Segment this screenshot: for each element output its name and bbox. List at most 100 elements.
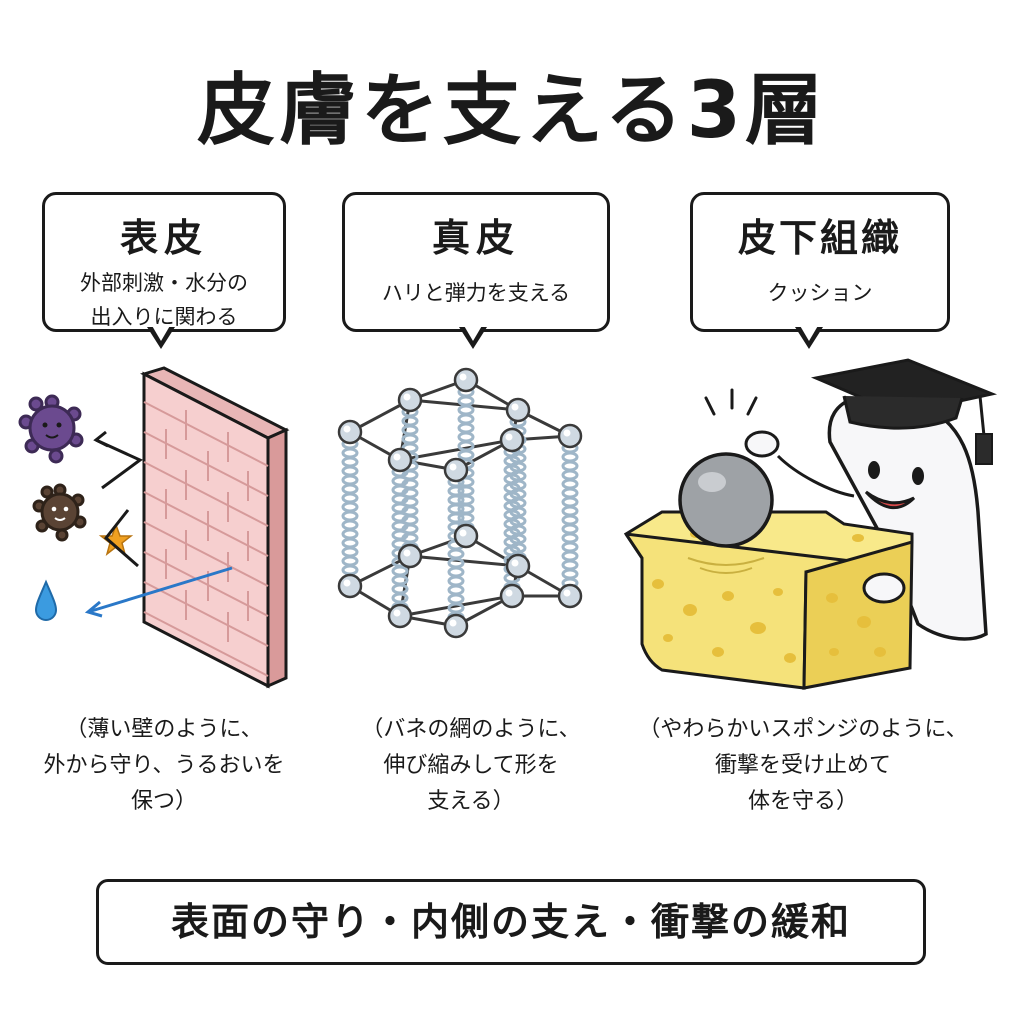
spring-coil <box>457 431 475 443</box>
spring-coil <box>341 492 359 504</box>
spring-coil <box>341 546 359 558</box>
spring-coil <box>561 487 579 499</box>
lattice-node <box>453 523 479 549</box>
spring-coil <box>341 483 359 495</box>
desc-subcutis: クッション <box>693 276 947 310</box>
caption-dermis-line-3: 支える） <box>427 789 515 814</box>
graduation-cap-icon <box>810 358 998 465</box>
bubble-epidermis: 表皮 外部刺激・水分の 出入りに関わる <box>42 192 286 332</box>
summary-box: 表面の守り・内側の支え・衝撃の緩和 <box>96 879 926 965</box>
spring-coil <box>341 510 359 522</box>
mascot-arm-left <box>776 454 855 498</box>
lattice-node-highlight <box>505 589 513 597</box>
spring-coil <box>561 451 579 463</box>
spring-coil <box>561 460 579 472</box>
spring-coil <box>447 503 465 515</box>
lattice-node <box>557 423 583 449</box>
caption-epidermis-line-3: 保つ） <box>130 789 197 814</box>
spring-coil <box>561 541 579 553</box>
lattice-node <box>557 583 583 609</box>
spring-coil <box>561 532 579 544</box>
lattice-node-highlight <box>459 373 467 381</box>
spring-coil <box>457 404 475 416</box>
spring-coil <box>341 474 359 486</box>
caption-epidermis-line-2: 外から守り、うるおいを <box>43 753 285 778</box>
caption-subcutis-line-3: 体を守る） <box>747 789 858 814</box>
ball <box>678 452 774 548</box>
spring-coil <box>447 485 465 497</box>
heading-epidermis: 表皮 <box>119 216 208 260</box>
spring-coil <box>457 449 475 461</box>
desc-dermis-line-1: ハリと弾力を支える <box>381 281 571 305</box>
lattice-node <box>337 419 363 445</box>
germ-purple-icon <box>18 394 84 464</box>
spring-coil <box>457 422 475 434</box>
wall-side <box>266 427 288 689</box>
page-title: 皮膚を支える3層 <box>197 66 827 156</box>
spring-coil <box>457 413 475 425</box>
spring-coil <box>341 528 359 540</box>
lattice-node <box>387 447 413 473</box>
spring-coil <box>561 523 579 535</box>
lattice-node-highlight <box>511 403 519 411</box>
bubble-tail-inner <box>799 324 819 341</box>
lattice-node <box>499 583 525 609</box>
spring-coil <box>561 568 579 580</box>
spring-coil <box>447 512 465 524</box>
lattice-node-highlight <box>403 393 411 401</box>
lattice-node-highlight <box>393 453 401 461</box>
epidermis-illustration <box>18 366 290 689</box>
lattice-node <box>397 543 423 569</box>
spring-coil <box>447 548 465 560</box>
spring-coil <box>447 557 465 569</box>
spring-coil <box>561 505 579 517</box>
spring-coil <box>561 478 579 490</box>
dermis-illustration <box>337 367 583 639</box>
spring-coil <box>341 537 359 549</box>
caption-subcutis: （やわらかいスポンジのように、 衝撃を受け止めて 体を守る） <box>618 712 988 820</box>
lattice-node-highlight <box>459 529 467 537</box>
desc-epidermis-line-1: 外部刺激・水分の <box>80 271 248 295</box>
lattice-node <box>397 387 423 413</box>
spring-coil <box>447 584 465 596</box>
spring-coil <box>561 550 579 562</box>
germ-brown-icon <box>32 483 87 542</box>
lattice-node <box>505 397 531 423</box>
lattice-node-highlight <box>393 609 401 617</box>
bubble-dermis: 真皮 ハリと弾力を支える <box>342 192 610 332</box>
spring-coil <box>561 559 579 571</box>
spring-coil <box>447 593 465 605</box>
spring-coil <box>391 565 409 577</box>
lattice-node-highlight <box>563 589 571 597</box>
caption-subcutis-line-2: 衝撃を受け止めて <box>714 753 891 778</box>
lattice-node <box>443 613 469 639</box>
heading-subcutis: 皮下組織 <box>737 216 902 260</box>
bounce-arrow-upper <box>95 438 143 490</box>
caption-dermis-line-2: 伸び縮みして形を <box>383 753 559 778</box>
spring-coil <box>341 519 359 531</box>
lattice-node-highlight <box>343 425 351 433</box>
spring-coil <box>447 566 465 578</box>
lattice-node <box>505 553 531 579</box>
caption-subcutis-line-1: （やわらかいスポンジのように、 <box>638 717 968 742</box>
lattice-node-highlight <box>505 433 513 441</box>
spring-coil <box>401 433 419 445</box>
caption-dermis-line-1: （バネの網のように、 <box>361 717 581 742</box>
spring-coil <box>561 496 579 508</box>
lattice-node-highlight <box>403 549 411 557</box>
caption-dermis: （バネの網のように、 伸び縮みして形を 支える） <box>326 712 616 820</box>
spring-coil <box>457 395 475 407</box>
caption-epidermis: （薄い壁のように、 外から守り、うるおいを 保つ） <box>14 712 314 820</box>
desc-dermis: ハリと弾力を支える <box>345 276 607 310</box>
spring-coil <box>341 465 359 477</box>
lattice-node-highlight <box>511 559 519 567</box>
spring-coil <box>341 447 359 459</box>
lattice-node <box>337 573 363 599</box>
spring-coil <box>561 514 579 526</box>
caption-epidermis-line-1: （薄い壁のように、 <box>65 717 263 742</box>
water-arrow <box>87 566 233 614</box>
desc-subcutis-line-1: クッション <box>767 281 873 305</box>
spring-coil <box>561 469 579 481</box>
spring-coil <box>341 564 359 576</box>
subcutis-illustration <box>623 358 998 690</box>
